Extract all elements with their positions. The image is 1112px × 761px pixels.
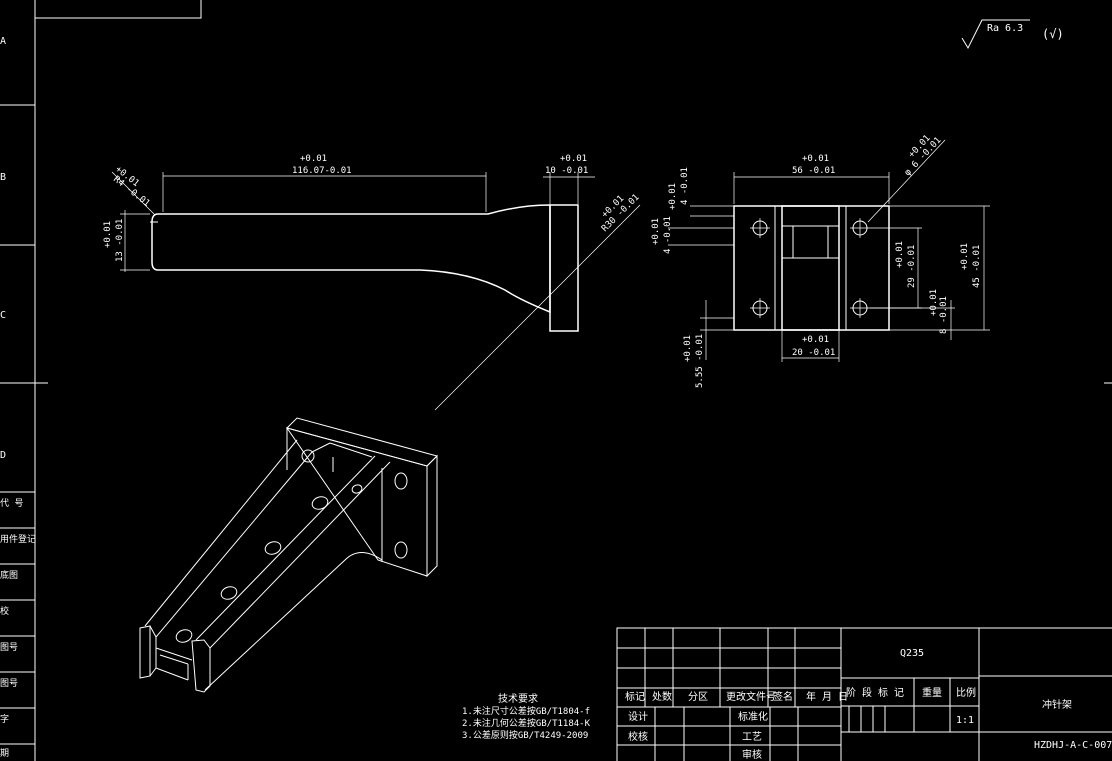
top-tol: +0.01 [668, 183, 678, 210]
height-dim: 13 -0.01 [115, 219, 125, 262]
drawing-number: HZDHJ-A-C-007 [1034, 740, 1112, 751]
front-view: +0.01 56 -0.01 +0.01 φ 6 -0.01 +0.01 4 -… [651, 133, 990, 388]
h29-tol: +0.01 [895, 241, 905, 268]
scale-label: 比例 [956, 686, 976, 699]
margin-label: 期 [0, 748, 9, 759]
part-name: 冲针架 [1042, 698, 1072, 711]
flange-tol: +0.01 [560, 154, 587, 164]
weight-label: 重量 [922, 686, 942, 699]
left-label-grid [0, 491, 35, 745]
header-count: 处数 [652, 690, 672, 703]
h8-dim: 8 -0.01 [939, 296, 949, 334]
header-mark: 标记 [625, 691, 645, 703]
header-change: 更改文件号 [726, 690, 776, 703]
margin-label: 图号 [0, 678, 18, 689]
header-sign: 签名 [773, 690, 793, 703]
margin-label: 用件登记 [0, 533, 36, 545]
length-dim: 116.07-0.01 [292, 166, 352, 176]
design-label: 设计 [628, 710, 648, 723]
margin-label: 图号 [0, 642, 18, 653]
tech-line-1: 1.未注尺寸公差按GB/T1804-f [462, 705, 590, 717]
stage-label: 阶 段 标 记 [846, 686, 904, 699]
h555-tol: +0.01 [683, 335, 693, 362]
flange-dim: 10 -0.01 [545, 166, 588, 176]
standardize-label: 标准化 [738, 710, 768, 723]
margin-label: 代 号 [0, 498, 23, 509]
tech-line-2: 2.未注几何公差按GB/T1184-K [462, 717, 591, 729]
tech-title: 技术要求 [498, 692, 538, 705]
margin-label: 校 [0, 605, 9, 617]
header-zone: 分区 [688, 691, 708, 703]
top-dim: 4 -0.01 [680, 167, 690, 205]
length-tol: +0.01 [300, 154, 327, 164]
zone-a: A [0, 36, 6, 47]
roughness-value: Ra 6.3 [987, 23, 1023, 34]
zone-c: C [0, 310, 6, 321]
zone-b: B [0, 172, 6, 183]
w20-dim: 20 -0.01 [792, 348, 835, 358]
isometric-view [139, 417, 438, 693]
h29-dim: 29 -0.01 [907, 245, 917, 288]
h45-dim: 45 -0.01 [972, 245, 982, 288]
width-dim: 56 -0.01 [792, 166, 835, 176]
check-label: 校核 [628, 730, 648, 743]
material: Q235 [900, 648, 924, 659]
zone-d: D [0, 450, 6, 461]
top-left-cell [34, 0, 202, 19]
header-date: 年 月 日 [806, 690, 848, 703]
w20-tol: +0.01 [802, 335, 829, 345]
tech-line-3: 3.公差原则按GB/T4249-2009 [462, 729, 588, 741]
height-tol: +0.01 [103, 221, 113, 248]
left-tol: +0.01 [651, 218, 661, 245]
process-label: 工艺 [742, 731, 762, 743]
scale-value: 1:1 [956, 715, 974, 726]
left-dim: 4 -0.01 [663, 216, 673, 254]
roughness-note: (√) [1042, 27, 1064, 41]
margin-label: 底图 [0, 569, 18, 581]
margin-label: 字 [0, 713, 9, 725]
width-tol: +0.01 [802, 154, 829, 164]
title-block: Q235 标记 处数 分区 更改文件号 签名 年 月 日 设计 标准化 校核 工… [616, 627, 1112, 761]
technical-requirements: 技术要求 1.未注尺寸公差按GB/T1804-f 2.未注几何公差按GB/T11… [462, 692, 591, 741]
side-view: +0.01 116.07-0.01 +0.01 10 -0.01 +0.01 R… [103, 154, 642, 411]
h45-tol: +0.01 [960, 243, 970, 270]
roughness-symbol: Ra 6.3 (√) [961, 19, 1064, 50]
h8-tol: +0.01 [929, 289, 939, 316]
approve-label: 审核 [742, 748, 762, 761]
h555-dim: 5.55 -0.01 [695, 334, 705, 388]
